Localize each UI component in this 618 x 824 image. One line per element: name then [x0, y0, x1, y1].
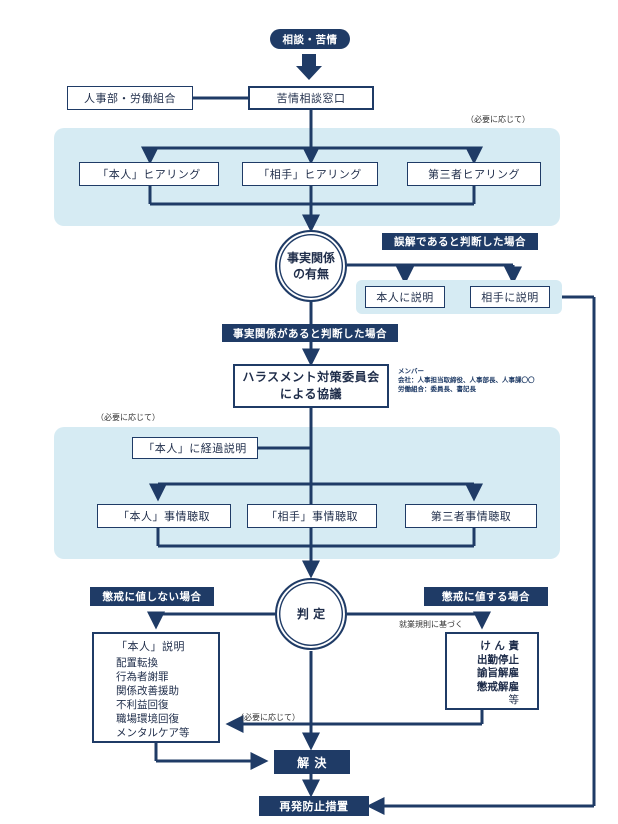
consult-node: 相談・苦情	[270, 29, 350, 49]
members-title: メンバー	[398, 367, 424, 375]
as-needed-note-3: （必要に応じて）	[236, 713, 300, 722]
no-discipline-title: 「本人」説明	[116, 640, 185, 653]
explain-self-box: 本人に説明	[365, 286, 445, 308]
measure-item: 関係改善援助	[116, 685, 179, 697]
rules-based-note: 就業規則に基づく	[399, 620, 463, 629]
inquiry-other-box: 「相手」事情聴取	[247, 504, 377, 528]
discipline-box: け ん 責 出勤停止 諭旨解雇 懲戒解雇 等	[445, 632, 539, 710]
explain-other-box: 相手に説明	[470, 286, 550, 308]
measure-item: 職場環境回復	[116, 713, 179, 725]
inquiry-third-box: 第三者事情聴取	[405, 504, 537, 528]
inquiry-self-box: 「本人」事情聴取	[97, 504, 231, 528]
measure-item: 行為者謝罪	[116, 671, 169, 683]
measure-item: メンタルケア等	[116, 727, 190, 739]
harassment-committee-box: ハラスメント対策委員会 による協議	[233, 364, 389, 408]
members-union: 労働組合：委員長、書記長	[398, 384, 476, 393]
fact-line-1: 事実関係	[286, 250, 335, 265]
committee-line-1: ハラスメント対策委員会	[242, 370, 380, 384]
committee-members-memo: メンバー 会社：人事担当取締役、人事部長、人事課〇〇 労働組合：委員長、書記長	[398, 367, 535, 393]
discipline-item: 懲戒解雇	[477, 680, 519, 693]
committee-line-2: による協議	[279, 387, 343, 401]
hearing-self-box: 「本人」ヒアリング	[79, 162, 219, 186]
discipline-label: 懲戒に値する場合	[424, 587, 548, 606]
members-company: 会社：人事担当取締役、人事部長、人事課〇〇	[398, 375, 535, 384]
recurrence-prevention-node: 再発防止措置	[259, 796, 369, 816]
no-discipline-label: 懲戒に値しない場合	[90, 587, 214, 606]
discipline-measures: け ん 責 出勤停止 諭旨解雇 懲戒解雇 等	[447, 634, 537, 708]
fact-exists-label: 事実関係があると判断した場合	[222, 324, 398, 342]
no-discipline-box: 「本人」説明 配置転換 行為者謝罪 関係改善援助 不利益回復 職場環境回復 メン…	[92, 632, 220, 743]
no-discipline-measures: 配置転換 行為者謝罪 関係改善援助 不利益回復 職場環境回復 メンタルケア等	[94, 654, 218, 740]
consultation-window-box: 苦情相談窓口	[248, 86, 374, 110]
measure-item: 不利益回復	[116, 699, 169, 711]
progress-self-box: 「本人」に経過説明	[132, 437, 258, 459]
discipline-item: 出勤停止	[477, 653, 519, 666]
resolve-node: 解 決	[274, 750, 350, 774]
hearing-third-box: 第三者ヒアリング	[407, 162, 541, 186]
fact-existence-circle: 事実関係 の有無	[275, 230, 347, 302]
as-needed-note-1: （必要に応じて）	[466, 115, 530, 124]
discipline-item: け ん 責	[480, 640, 519, 652]
hr-union-box: 人事部・労働組合	[67, 86, 193, 110]
discipline-suffix: 等	[508, 694, 520, 706]
as-needed-note-2: （必要に応じて）	[96, 413, 160, 422]
discipline-item: 諭旨解雇	[477, 667, 519, 679]
misunderstanding-label: 誤解であると判断した場合	[382, 233, 538, 250]
judgement-circle: 判 定	[275, 578, 347, 650]
hearing-other-box: 「相手」ヒアリング	[242, 162, 378, 186]
measure-item: 配置転換	[116, 657, 158, 669]
fact-line-2: の有無	[292, 267, 329, 281]
